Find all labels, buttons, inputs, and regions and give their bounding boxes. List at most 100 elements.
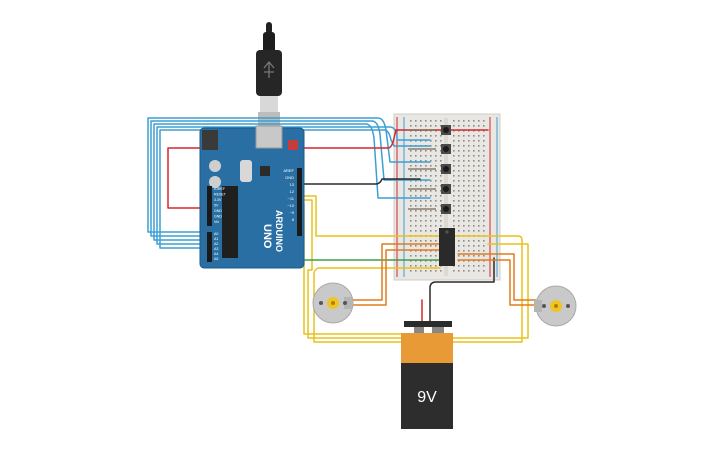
breadboard-hole xyxy=(483,220,485,222)
breadboard-hole xyxy=(440,170,442,172)
push-button-3[interactable] xyxy=(441,164,451,174)
breadboard-hole xyxy=(453,125,455,127)
breadboard-hole xyxy=(483,190,485,192)
wires xyxy=(147,117,537,343)
breadboard-hole xyxy=(440,225,442,227)
breadboard-hole xyxy=(425,250,427,252)
wire-blue-2b xyxy=(207,120,431,181)
breadboard-hole xyxy=(430,225,432,227)
breadboard-hole xyxy=(435,270,437,272)
breadboard-hole xyxy=(453,170,455,172)
breadboard-hole xyxy=(473,270,475,272)
arduino-usb-port xyxy=(255,125,283,149)
breadboard-hole xyxy=(473,215,475,217)
breadboard-hole xyxy=(478,120,480,122)
breadboard-hole xyxy=(463,125,465,127)
power-header-label: RESET xyxy=(214,193,227,197)
breadboard-hole xyxy=(415,220,417,222)
breadboard-hole xyxy=(463,170,465,172)
breadboard xyxy=(393,113,501,281)
breadboard-hole xyxy=(430,200,432,202)
breadboard-hole xyxy=(425,140,427,142)
push-buttons xyxy=(441,125,451,214)
breadboard-hole xyxy=(458,265,460,267)
breadboard-hole xyxy=(410,185,412,187)
breadboard-hole xyxy=(425,215,427,217)
battery-body xyxy=(401,363,453,429)
analog-header-label: A4 xyxy=(214,252,218,256)
breadboard-hole xyxy=(463,145,465,147)
breadboard-hole xyxy=(453,225,455,227)
breadboard-hole xyxy=(415,255,417,257)
breadboard-hole xyxy=(478,255,480,257)
push-button-2[interactable] xyxy=(441,144,451,154)
breadboard-hole xyxy=(458,125,460,127)
breadboard-hole xyxy=(453,185,455,187)
breadboard-hole xyxy=(483,195,485,197)
breadboard-hole xyxy=(415,165,417,167)
breadboard-hole xyxy=(410,210,412,212)
breadboard-hole xyxy=(440,175,442,177)
breadboard-hole xyxy=(435,170,437,172)
breadboard-hole xyxy=(430,155,432,157)
breadboard-hole xyxy=(425,120,427,122)
breadboard-hole xyxy=(478,150,480,152)
analog-header-label: A1 xyxy=(214,237,218,241)
wire-blue-5b xyxy=(207,129,431,147)
breadboard-hole xyxy=(468,120,470,122)
push-button-5[interactable] xyxy=(441,204,451,214)
breadboard-hole xyxy=(430,160,432,162)
push-button-1[interactable] xyxy=(441,125,451,135)
wire-orange-left-1 xyxy=(349,243,441,301)
dc-motor-left[interactable] xyxy=(312,282,354,324)
breadboard-hole xyxy=(483,145,485,147)
breadboard-hole xyxy=(463,130,465,132)
breadboard-hole xyxy=(473,170,475,172)
breadboard-hole xyxy=(468,175,470,177)
dc-motor-right[interactable] xyxy=(534,285,577,327)
breadboard-hole xyxy=(458,200,460,202)
breadboard-hole xyxy=(473,225,475,227)
wire-orange-left-2 xyxy=(349,249,441,306)
battery-terminal-negative xyxy=(432,327,444,333)
breadboard-hole xyxy=(468,210,470,212)
button-cap-icon xyxy=(443,127,449,133)
digital-header-label: AREF xyxy=(283,168,294,173)
breadboard-hole xyxy=(430,215,432,217)
breadboard-hole xyxy=(435,260,437,262)
breadboard-hole xyxy=(478,190,480,192)
breadboard-hole xyxy=(453,210,455,212)
arduino-reset-button[interactable] xyxy=(288,140,298,150)
breadboard-hole xyxy=(415,155,417,157)
breadboard-hole xyxy=(483,160,485,162)
breadboard-hole xyxy=(463,120,465,122)
digital-header-label: 8 xyxy=(292,217,295,222)
breadboard-hole xyxy=(430,230,432,232)
digital-header-label: 12 xyxy=(290,189,295,194)
breadboard-hole xyxy=(473,180,475,182)
breadboard-center-channel xyxy=(444,118,448,276)
breadboard-hole xyxy=(483,245,485,247)
breadboard-hole xyxy=(415,260,417,262)
breadboard-hole xyxy=(420,185,422,187)
breadboard-hole xyxy=(430,125,432,127)
breadboard-hole xyxy=(430,250,432,252)
breadboard-hole xyxy=(463,140,465,142)
breadboard-hole xyxy=(473,125,475,127)
breadboard-hole xyxy=(435,150,437,152)
breadboard-hole xyxy=(458,210,460,212)
motor-right-terminal xyxy=(534,300,542,312)
breadboard-hole xyxy=(458,260,460,262)
breadboard-hole xyxy=(440,200,442,202)
breadboard-hole xyxy=(483,255,485,257)
push-button-4[interactable] xyxy=(441,184,451,194)
breadboard-hole xyxy=(420,255,422,257)
breadboard-hole xyxy=(430,260,432,262)
usb-plug-metal xyxy=(260,96,278,114)
breadboard-hole xyxy=(430,130,432,132)
breadboard-hole xyxy=(468,245,470,247)
breadboard-hole xyxy=(458,240,460,242)
wire-orange-right-1 xyxy=(457,253,537,301)
breadboard-hole xyxy=(415,270,417,272)
breadboard-hole xyxy=(440,150,442,152)
